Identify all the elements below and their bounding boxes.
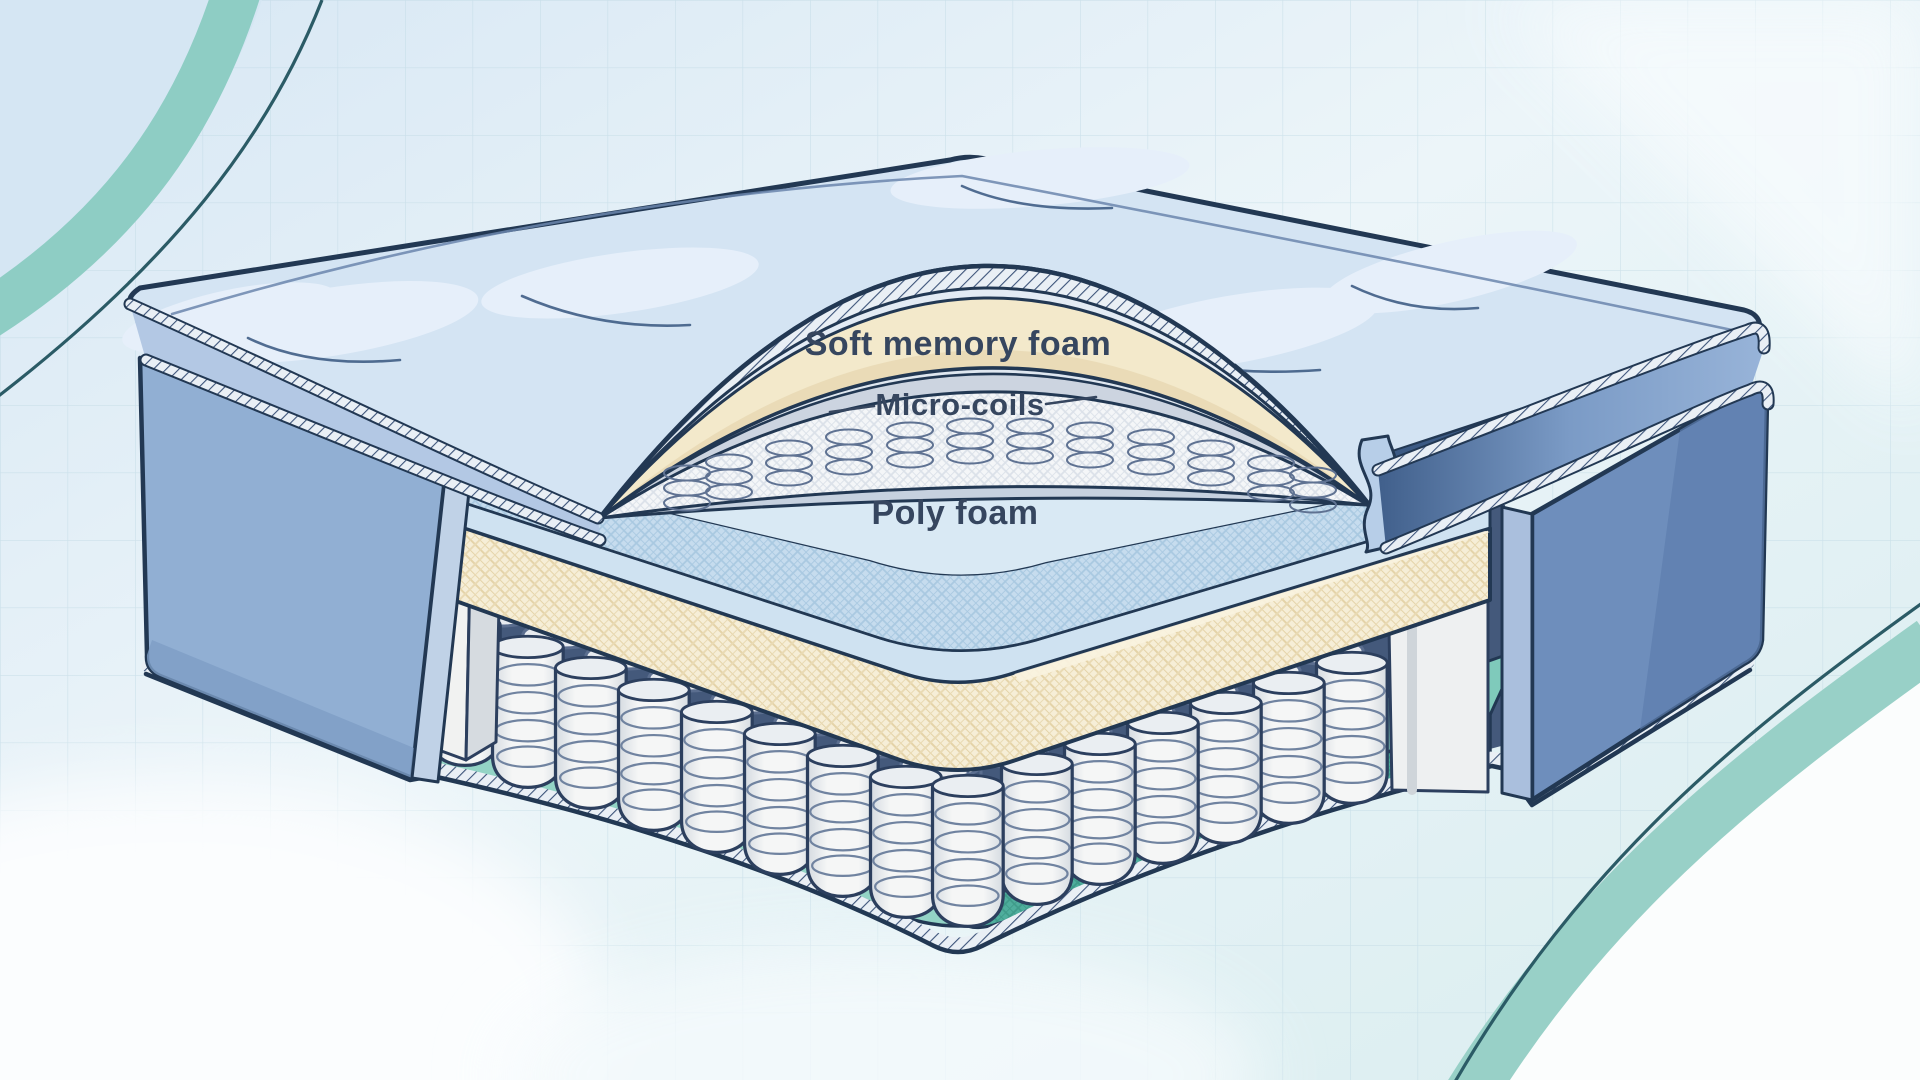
- micro-coils-band: [600, 391, 1368, 518]
- gray-band-lower: [600, 486, 1368, 518]
- pocket-coil: [679, 699, 754, 855]
- gray-band-upper: [600, 373, 1368, 518]
- white-blob-bottom-center: [500, 945, 1260, 1080]
- white-wedge-top-right: [1500, 0, 1920, 420]
- pocket-coil: [490, 634, 565, 790]
- pocket-coil: [553, 655, 628, 811]
- label-poly-foam: Poly foam: [872, 494, 1039, 532]
- swoosh-top-left: [0, 0, 324, 397]
- cutaway-bowl: [597, 263, 1371, 521]
- white-blob-bottom-left: [0, 780, 600, 1080]
- pocket-coil: [999, 751, 1074, 907]
- pocket-coil: [930, 773, 1005, 929]
- cover-underside: [600, 287, 1368, 518]
- pocket-coil: [742, 721, 817, 877]
- side-panel-right: [1500, 385, 1770, 803]
- pillow-stitch-line: [170, 174, 1734, 332]
- label-soft-memory-foam: Soft memory foam: [805, 325, 1112, 363]
- pocket-coil: [1125, 710, 1200, 866]
- label-micro-coils: Micro-coils: [875, 387, 1044, 422]
- micro-coils-leader-right: [1044, 395, 1098, 406]
- side-panel-left: [137, 355, 472, 784]
- mattress: Soft memory foam Micro-coils Poly foam: [122, 147, 1775, 955]
- pocket-coil: [1314, 650, 1389, 806]
- cover-piping-band: [600, 265, 1368, 518]
- pocket-coil: [868, 764, 943, 920]
- pocket-coil: [805, 743, 880, 899]
- pocket-coil: [616, 677, 691, 833]
- pocket-coil: [1062, 731, 1137, 887]
- micro-coils-leader-left: [828, 404, 876, 414]
- layer-labels: Soft memory foam Micro-coils Poly foam: [805, 325, 1112, 532]
- memory-foam-shade: [600, 349, 1368, 518]
- swoosh-bottom-right: [1448, 602, 1920, 1080]
- bowl-outlines: [597, 263, 1371, 521]
- pillow-edge-right: [1371, 321, 1775, 555]
- pocket-coil: [1188, 690, 1263, 846]
- pillow-edge-left: [123, 297, 607, 547]
- memory-foam-band: [600, 297, 1368, 518]
- pocket-coil: [1251, 670, 1326, 826]
- poly-foam-bowl: [425, 455, 1490, 575]
